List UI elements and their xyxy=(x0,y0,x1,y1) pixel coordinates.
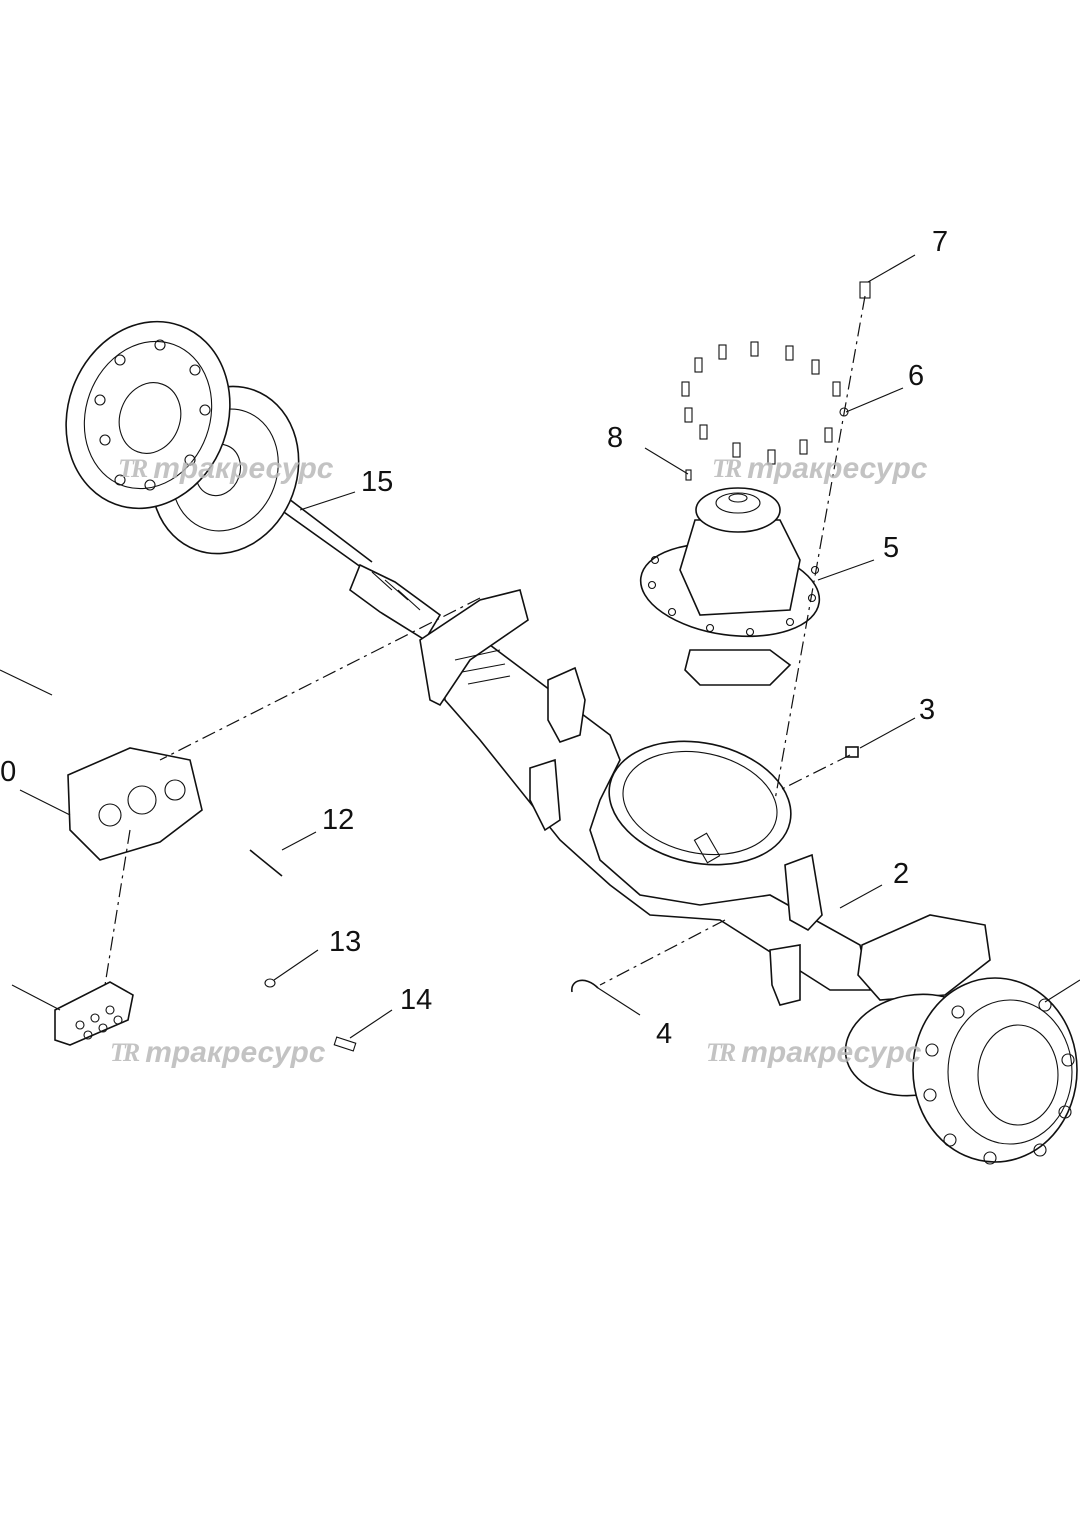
callout-4: 4 xyxy=(656,1018,673,1050)
leader-lines xyxy=(0,254,1080,1039)
callout-15: 15 xyxy=(361,466,394,498)
callout-5: 5 xyxy=(883,532,900,564)
callout-2: 2 xyxy=(893,858,910,890)
callout-7: 7 xyxy=(932,226,949,258)
brake-caliper xyxy=(67,747,203,861)
brake-pads xyxy=(54,981,134,1046)
callout-13: 13 xyxy=(329,926,362,958)
callout-12: 12 xyxy=(322,804,355,836)
axle-housing xyxy=(419,589,871,1006)
small-parts xyxy=(249,746,859,1052)
left-hub-assembly xyxy=(65,320,300,555)
bolt-ring xyxy=(681,281,871,481)
callout-10: 10 xyxy=(0,756,17,788)
callout-6: 6 xyxy=(908,360,925,392)
callout-8: 8 xyxy=(607,422,624,454)
differential-assembly xyxy=(639,487,821,686)
right-hub-assembly xyxy=(844,914,1078,1165)
assembly-lines xyxy=(104,295,866,986)
callout-14: 14 xyxy=(400,984,433,1016)
callout-3: 3 xyxy=(919,694,936,726)
